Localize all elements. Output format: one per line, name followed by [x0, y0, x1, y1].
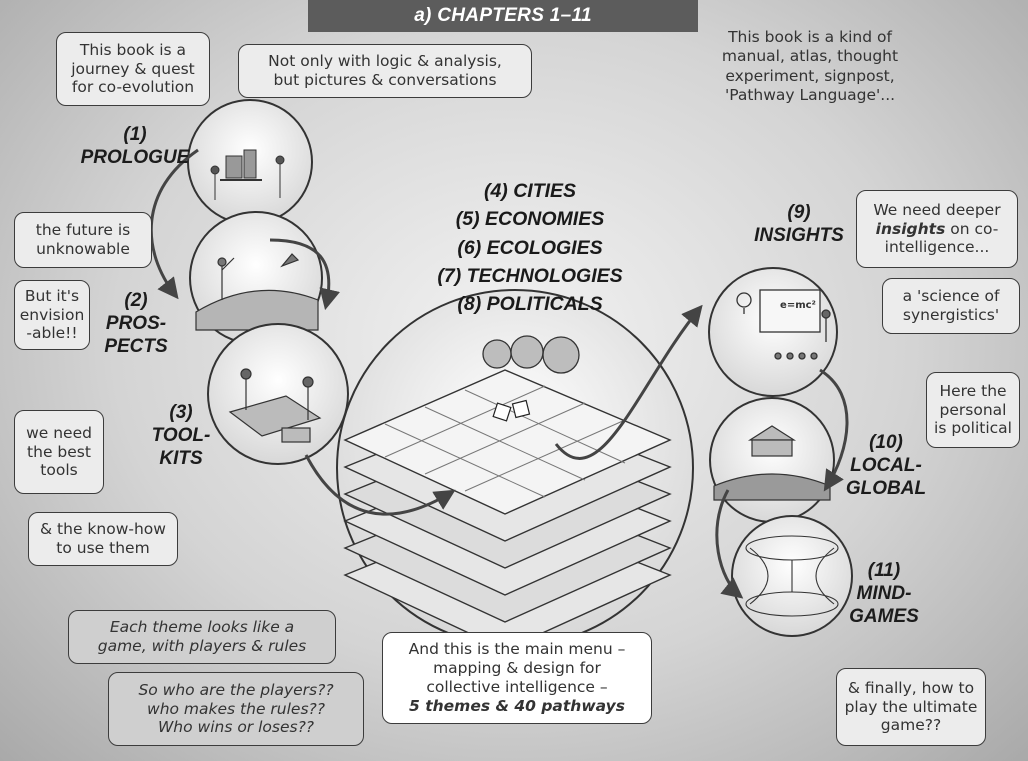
toolkit-figures: [228, 368, 322, 443]
local-global-circle: [709, 397, 835, 523]
game-board-stack: [343, 369, 672, 651]
intro-text: This book is a kind of manual, atlas, th…: [721, 28, 899, 105]
tools-bubble: we need the best tools: [14, 410, 104, 494]
insights-bold: insights: [875, 219, 946, 238]
main-menu-highlight: 5 themes & 40 pathways: [409, 696, 625, 715]
players-bubble: So who are the players?? who makes the r…: [108, 672, 364, 746]
synergistics-bubble: a 'science of synergistics': [882, 278, 1020, 334]
journey-bubble: This book is a journey & quest for co-ev…: [56, 32, 210, 106]
chapter-insights: (9) INSIGHTS: [754, 202, 844, 246]
chapter-prospects: (2) PROS- PECTS: [104, 290, 168, 357]
prologue-figures: [210, 149, 285, 200]
dice: [492, 399, 531, 422]
not-only-bubble: Not only with logic & analysis, but pict…: [238, 44, 532, 98]
theme-politicals: (8) POLITICALS: [457, 293, 603, 316]
themes-list: (4) CITIES (5) ECONOMIES (6) ECOLOGIES (…: [430, 177, 630, 318]
theme-technologies: (7) TECHNOLOGIES: [437, 264, 623, 287]
chapter-toolkits: (3) TOOL- KITS: [151, 402, 211, 469]
equation-label: e=mc²: [780, 300, 816, 311]
envision-bubble: But it's envision -able!!: [14, 280, 90, 350]
personal-bubble: Here the personal is political: [926, 372, 1020, 448]
telescope-figures: [217, 253, 300, 300]
theme-game-bubble: Each theme looks like a game, with playe…: [68, 610, 336, 664]
knowhow-bubble: & the know-how to use them: [28, 512, 178, 566]
main-menu-text: And this is the main menu – mapping & de…: [408, 640, 626, 696]
theme-economies: (5) ECONOMIES: [455, 208, 605, 231]
chapters-banner: a) CHAPTERS 1–11: [308, 0, 698, 32]
planet-spheres: [482, 335, 580, 374]
toolkits-circle: [207, 323, 349, 465]
insights-figures: [736, 289, 831, 360]
future-bubble: the future is unknowable: [14, 212, 152, 268]
theme-ecologies: (6) ECOLOGIES: [457, 236, 603, 259]
theme-cities: (4) CITIES: [483, 180, 577, 202]
chapter-local-global: (10) LOCAL- GLOBAL: [845, 432, 927, 499]
chapter-prologue: (1) PROLOGUE: [80, 124, 190, 168]
main-menu-bubble: And this is the main menu – mapping & de…: [382, 632, 652, 724]
chapter-mind-games: (11) MIND- GAMES: [849, 560, 919, 627]
mind-games-vortex: [745, 535, 839, 617]
finally-bubble: & finally, how to play the ultimate game…: [836, 668, 986, 746]
globe-horizon: [195, 289, 319, 331]
